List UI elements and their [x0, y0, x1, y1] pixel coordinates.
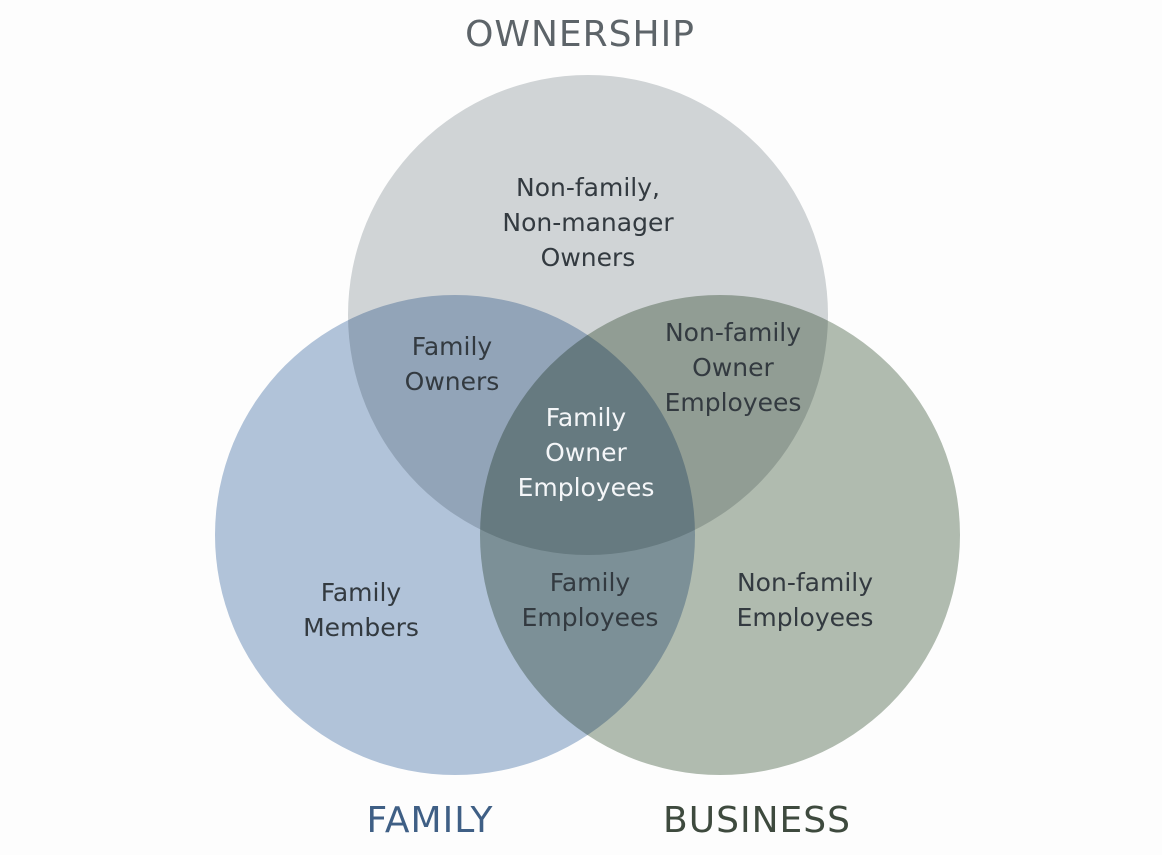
label-ownership-only: Non-family, Non-manager Owners: [502, 173, 674, 272]
business-title: BUSINESS: [663, 800, 851, 841]
business-circle: [480, 295, 960, 775]
label-family-owners: Family Owners: [404, 332, 500, 396]
ownership-title: OWNERSHIP: [465, 14, 695, 55]
label-family-owner-employees: Family Owner Employees: [517, 403, 655, 502]
label-nonfamily-employees: Non-family Employees: [736, 568, 874, 632]
label-nonfamily-owner-employees: Non-family Owner Employees: [664, 318, 802, 417]
family-title: FAMILY: [366, 800, 494, 841]
label-family-members: Family Members: [303, 578, 419, 642]
label-family-employees: Family Employees: [521, 568, 659, 632]
